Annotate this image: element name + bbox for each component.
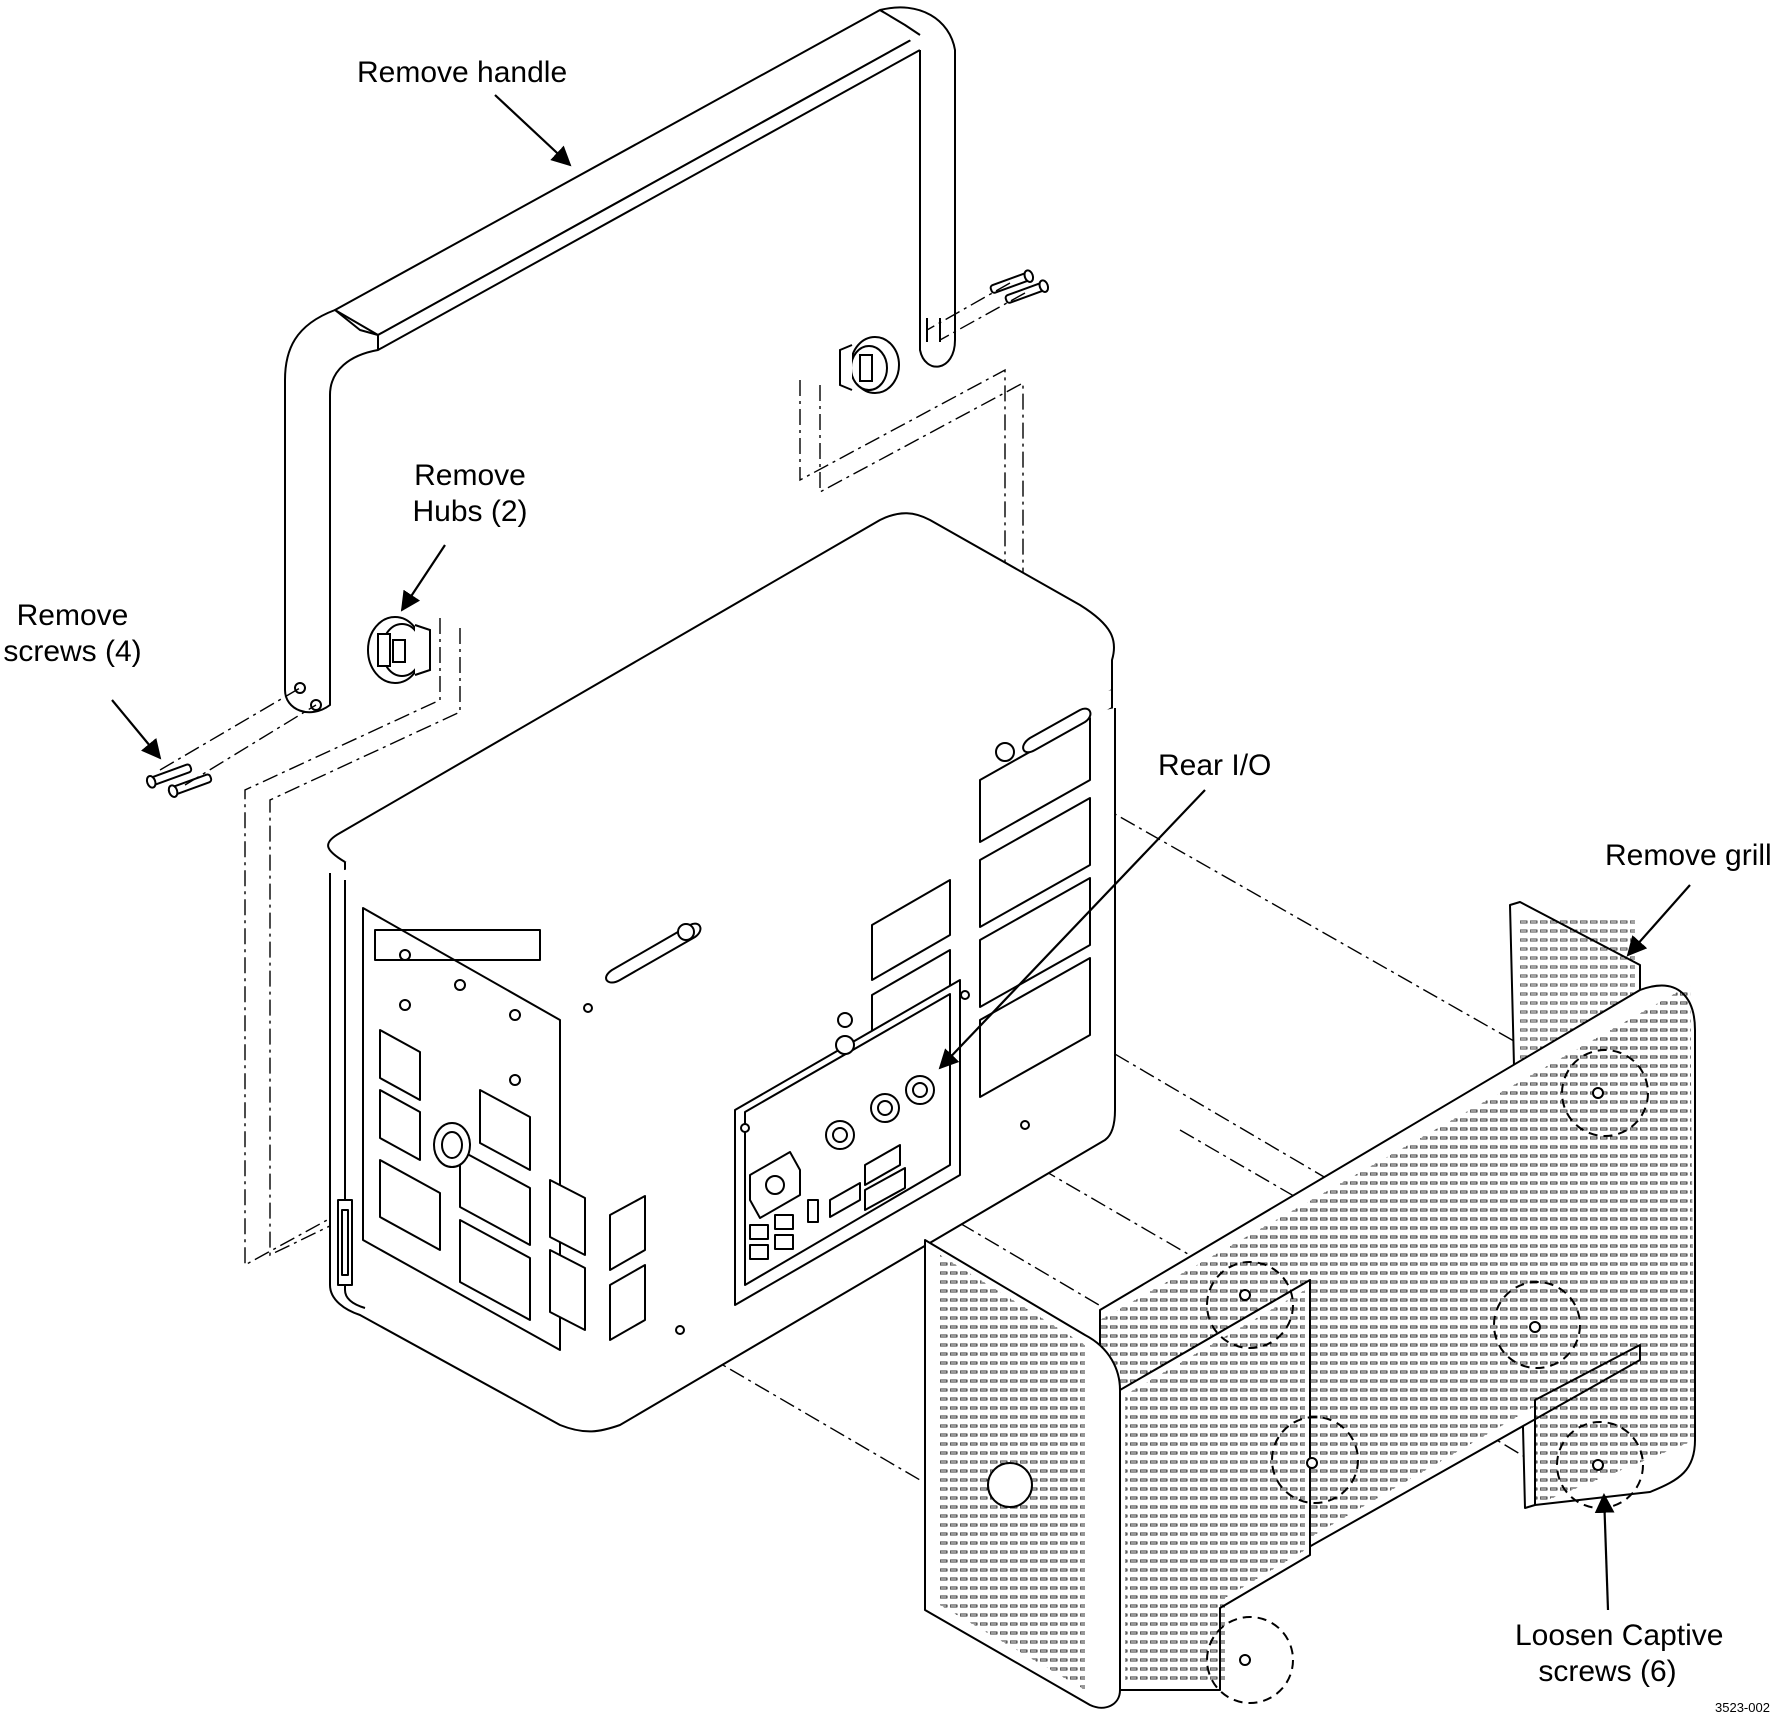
label-remove-hubs-line2: Hubs (2) (412, 495, 528, 528)
label-loosen-line1: Loosen Captive (1515, 1619, 1724, 1652)
label-remove-screws-line1: Remove (16, 599, 129, 632)
label-remove-hubs-line1: Remove (414, 459, 526, 492)
screws-right (989, 269, 1050, 304)
rear-io-connectors (749, 1075, 935, 1260)
label-remove-screws: Remove screws (4) (0, 598, 145, 670)
grill (924, 901, 1696, 1709)
hub-left (367, 616, 431, 684)
captive-screws (1239, 1087, 1604, 1666)
label-loosen-line2: screws (6) (1538, 1655, 1677, 1688)
hub-right (839, 336, 900, 394)
label-loosen-captive-screws: Loosen Captive screws (6) (1515, 1618, 1724, 1690)
screws-left (145, 763, 213, 798)
label-rear-io: Rear I/O (1158, 749, 1272, 782)
label-remove-grill: Remove grill (1605, 839, 1772, 872)
label-remove-hubs: Remove Hubs (2) (405, 458, 535, 530)
figure-number: 3523-002 (1715, 1700, 1770, 1715)
callout-arrows (111, 94, 1691, 1611)
label-remove-handle: Remove handle (357, 56, 568, 89)
chassis (327, 512, 1116, 1433)
handle (284, 6, 956, 714)
label-remove-screws-line2: screws (4) (3, 635, 142, 668)
